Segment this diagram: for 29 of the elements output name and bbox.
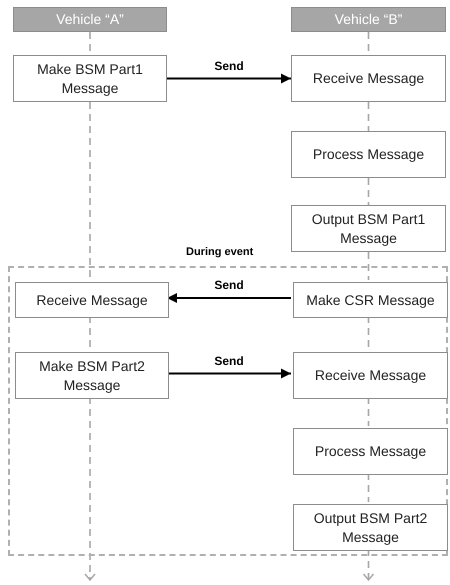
process-box: Output BSM Part2 Message	[293, 504, 448, 551]
process-box: Receive Message	[291, 55, 446, 102]
lifeline	[89, 316, 91, 350]
lifeline	[84, 397, 96, 581]
message-arrow	[167, 293, 291, 303]
edge-label: Send	[212, 354, 246, 368]
process-box: Make BSM Part2 Message	[15, 352, 169, 399]
message-arrow	[167, 74, 291, 84]
edge-label: Send	[212, 58, 246, 72]
process-box: Process Message	[291, 131, 446, 178]
lifeline	[368, 473, 370, 502]
lifeline	[368, 252, 370, 280]
process-box: Output BSM Part1 Message	[291, 205, 446, 252]
lifeline	[368, 397, 370, 426]
process-box: Make CSR Message	[293, 282, 448, 318]
lifeline-header: Vehicle “A”	[13, 7, 167, 32]
process-box: Receive Message	[293, 352, 448, 399]
lifeline	[368, 316, 370, 350]
frame-title: During event	[186, 246, 254, 258]
lifeline	[368, 102, 370, 131]
edge-label: Send	[212, 278, 246, 292]
lifeline	[362, 549, 374, 581]
lifeline-header: Vehicle “B”	[291, 7, 446, 32]
lifeline	[368, 178, 370, 205]
lifeline	[89, 102, 91, 280]
process-box: Receive Message	[15, 282, 169, 318]
message-arrow	[167, 368, 291, 378]
process-box: Process Message	[293, 428, 448, 475]
process-box: Make BSM Part1 Message	[13, 55, 167, 102]
